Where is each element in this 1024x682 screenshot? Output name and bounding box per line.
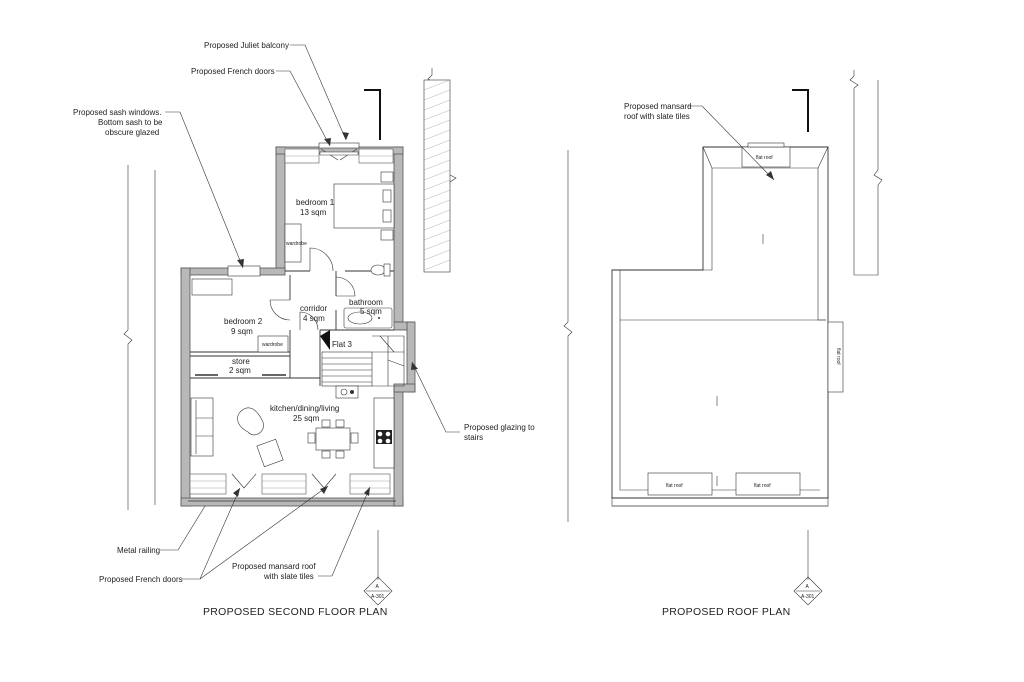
bathroom-fixtures <box>343 263 393 329</box>
juliet-balcony-label: Proposed Juliet balcony <box>204 41 289 50</box>
juliet-balcony-doors <box>318 142 360 161</box>
neighbour-boundary-left <box>123 165 156 510</box>
french-doors-top-label: Proposed French doors <box>191 67 275 76</box>
glazing-label-line1: Proposed glazing to <box>464 423 535 432</box>
bedroom1-name: bedroom 1 <box>296 198 335 207</box>
wardrobe-2 <box>257 335 289 353</box>
metal-railing-label: Metal railing <box>117 546 160 555</box>
store-area: 2 sqm <box>229 366 251 375</box>
roof-outline <box>611 142 844 507</box>
svg-text:A-301: A-301 <box>801 594 815 600</box>
room-labels: bedroom 1 13 sqm bedroom 2 9 sqm corrido… <box>224 198 383 423</box>
flat-roof-bottom-left: flat roof <box>666 483 683 489</box>
armchair <box>256 438 284 468</box>
second-floor-title: PROPOSED SECOND FLOOR PLAN <box>203 606 388 618</box>
section-marker-left: A A-301 <box>363 530 393 606</box>
svg-text:A: A <box>806 584 810 590</box>
boundary-marker-roof <box>792 89 809 132</box>
door-swings <box>231 247 356 489</box>
plan-annotations: Proposed Juliet balcony Proposed French … <box>73 41 535 584</box>
second-floor-plan: bedroom 1 13 sqm bedroom 2 9 sqm corrido… <box>73 41 535 618</box>
dining-table <box>307 419 359 459</box>
svg-text:A-301: A-301 <box>371 594 385 600</box>
neighbour-boundary-roof-right <box>849 70 883 276</box>
corridor-area: 4 sqm <box>303 314 325 323</box>
bedroom2-area: 9 sqm <box>231 327 253 336</box>
roof-mansard-line2: roof with slate tiles <box>624 112 690 121</box>
roof-plan-title: PROPOSED ROOF PLAN <box>662 606 791 618</box>
sash-label-line3: obscure glazed <box>105 128 159 137</box>
neighbour-boundary-roof-left <box>563 150 573 522</box>
svg-text:A: A <box>376 584 380 590</box>
wardrobe2-label: wardrobe <box>262 342 283 348</box>
slope-arrows <box>716 234 764 486</box>
bathroom-name: bathroom <box>349 298 383 307</box>
single-bed <box>191 278 233 296</box>
roof-mansard-line1: Proposed mansard <box>624 102 692 111</box>
wardrobe1-label: wardrobe <box>286 241 307 247</box>
sash-label-line1: Proposed sash windows. <box>73 108 162 117</box>
flat-roof-right: flat roof <box>835 348 841 365</box>
mansard-label-line1: Proposed mansard roof <box>232 562 316 571</box>
flat-entry-arrow <box>320 330 330 350</box>
store-name: store <box>232 357 250 366</box>
wardrobe-1 <box>284 223 302 263</box>
mansard-label-line2: with slate tiles <box>263 572 314 581</box>
flat-roof-top: flat roof <box>756 155 773 161</box>
neighbour-wall-right <box>423 68 457 273</box>
rug <box>237 407 264 436</box>
sash-label-line2: Bottom sash to be <box>98 118 163 127</box>
bedroom2-name: bedroom 2 <box>224 317 263 326</box>
roof-plan: flat roof flat roof flat roof flat roof … <box>563 70 883 618</box>
kitchen-area: 25 sqm <box>293 414 320 423</box>
double-bed <box>333 171 395 241</box>
kitchen-name: kitchen/dining/living <box>270 404 339 413</box>
section-marker-right: A A-301 <box>793 530 823 606</box>
flat-label: Flat 3 <box>332 340 353 349</box>
sofa <box>190 397 214 457</box>
glazing-label-line2: stairs <box>464 433 483 442</box>
french-doors-bottom-label: Proposed French doors <box>99 575 183 584</box>
staircase <box>321 335 405 387</box>
sash-window <box>227 265 261 277</box>
corridor-name: corridor <box>300 304 327 313</box>
brick-panels <box>189 148 394 495</box>
boundary-marker-top <box>364 89 381 140</box>
flat-roof-bottom-right: flat roof <box>754 483 771 489</box>
kitchen-units <box>335 385 395 469</box>
bedroom1-area: 13 sqm <box>300 208 327 217</box>
bathroom-area: 5 sqm <box>360 307 382 316</box>
